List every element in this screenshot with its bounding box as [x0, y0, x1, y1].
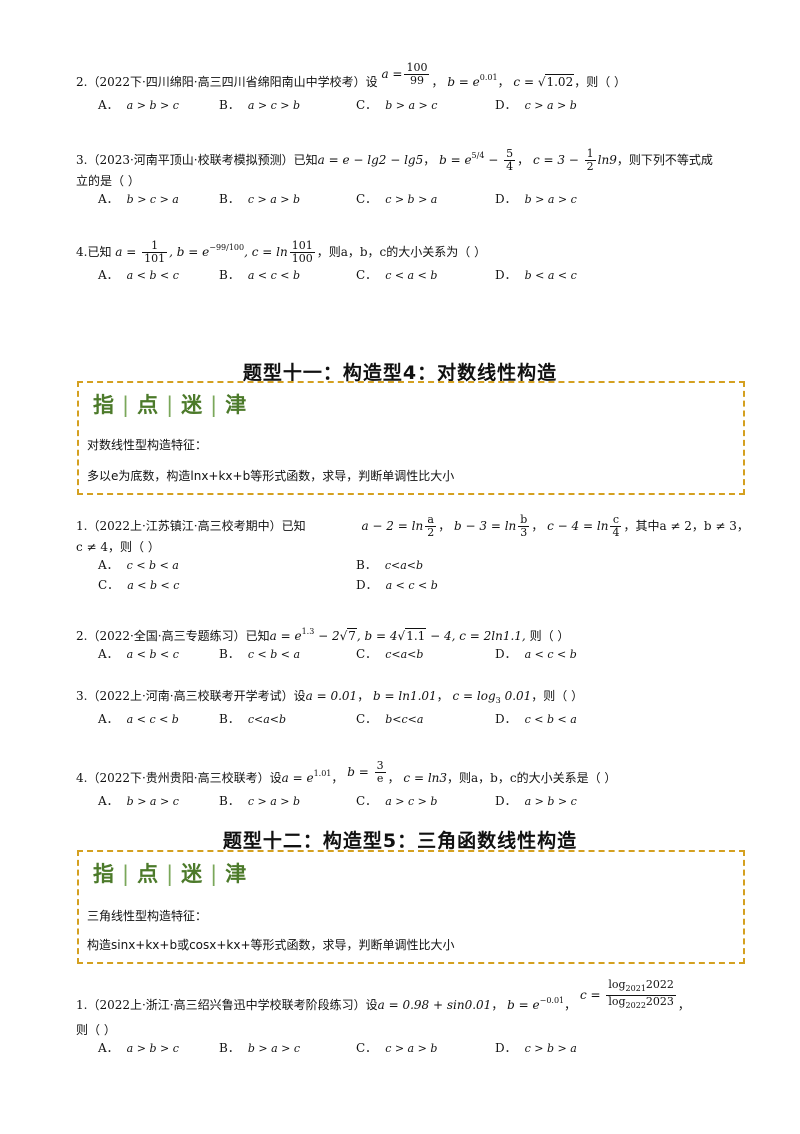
option-b[interactable]: B．b > a > c — [219, 1041, 301, 1055]
option-b[interactable]: B．a > c > b — [219, 98, 301, 112]
option-b[interactable]: B．c<a<b — [356, 558, 424, 572]
tip-box: 指|点|迷|津 三角线性型构造特征： 构造sinx+kx+b或cosx+kx+等… — [77, 850, 745, 964]
tip-heading: 指|点|迷|津 — [93, 862, 249, 886]
options: A．b > c > a B．c > a > b C．c > b > a D．b … — [76, 191, 740, 209]
formula: a = e − lg2 − lg5 — [317, 153, 424, 167]
options: C．a < b < c D．a < c < b — [76, 577, 740, 595]
options: A．a < c < b B．c<a<b C．b<c<a D．c < b < a — [76, 711, 740, 729]
formula: a = e1.3 − 2√7, b = 4√1.1 − 4, c = 2ln1.… — [269, 627, 526, 643]
option-a[interactable]: A．a < b < c — [98, 647, 179, 661]
option-a[interactable]: A．a > b > c — [98, 1041, 179, 1055]
option-c[interactable]: C．a > c > b — [356, 794, 438, 808]
question-2-s11: 2.（2022·全国·高三专题练习）已知a = e1.3 − 2√7, b = … — [76, 624, 740, 664]
option-d[interactable]: D．b > a > c — [495, 192, 577, 206]
option-b[interactable]: B．a < c < b — [219, 268, 301, 282]
formula: b = ln1.01 — [373, 689, 437, 703]
question-1-s12: 1.（2022上·浙江·高三绍兴鲁迅中学校联考阶段练习）设a = 0.98 + … — [76, 975, 740, 1058]
options: A．b > a > c B．c > a > b C．a > c > b D．a … — [76, 793, 740, 811]
formula: b = e0.01 — [447, 73, 498, 89]
section-title: 题型十二：构造型5：三角函数线性构造 — [222, 830, 578, 852]
option-a[interactable]: A．b > c > a — [98, 192, 179, 206]
tip-heading: 指|点|迷|津 — [93, 393, 249, 417]
question-3-top: 3.（2023·河南平顶山·校联考模拟预测）已知a = e − lg2 − lg… — [76, 148, 740, 209]
option-a[interactable]: A．b > a > c — [98, 794, 179, 808]
option-a[interactable]: A．a > b > c — [98, 98, 179, 112]
option-d[interactable]: D．a < c < b — [495, 647, 577, 661]
options: A．c < b < a B．c<a<b — [76, 557, 740, 575]
formula: a = 0.01 — [305, 689, 358, 703]
option-c[interactable]: C．c > a > b — [356, 1041, 438, 1055]
option-d[interactable]: D．b < a < c — [495, 268, 577, 282]
option-d[interactable]: D．c > a > b — [495, 98, 577, 112]
formula: a = e1.01 — [281, 769, 332, 785]
option-b[interactable]: B．c > a > b — [219, 192, 301, 206]
formula: c = log3 0.01 — [452, 689, 532, 705]
option-c[interactable]: C．a < b < c — [98, 578, 180, 592]
tip-box: 指|点|迷|津 对数线性型构造特征： 多以e为底数，构造lnx+kx+b等形式函… — [77, 381, 745, 495]
option-c[interactable]: C．c<a<b — [356, 647, 424, 661]
option-c[interactable]: C．c > b > a — [356, 192, 438, 206]
option-c[interactable]: C．b > a > c — [356, 98, 438, 112]
option-b[interactable]: B．c > a > b — [219, 794, 301, 808]
option-a[interactable]: A．a < c < b — [98, 712, 179, 726]
options: A．a < b < c B．c < b < a C．c<a<b D．a < c … — [76, 646, 740, 664]
option-c[interactable]: C．c < a < b — [356, 268, 438, 282]
formula: c = √1.02 — [513, 74, 575, 89]
formula: b = e−0.01 — [507, 996, 565, 1012]
option-d[interactable]: D．c < b < a — [495, 712, 577, 726]
option-b[interactable]: B．c < b < a — [219, 647, 301, 661]
option-d[interactable]: D．c > b > a — [495, 1041, 577, 1055]
question-3-s11: 3.（2022上·河南·高三校联考开学考试）设a = 0.01， b = ln1… — [76, 688, 740, 729]
section-title: 题型十一：构造型4：对数线性构造 — [242, 362, 558, 384]
formula: a = 0.98 + sin0.01 — [377, 998, 492, 1012]
options: A．a > b > c B．b > a > c C．c > a > b D．c … — [76, 1040, 740, 1058]
option-a[interactable]: A．a < b < c — [98, 268, 179, 282]
option-a[interactable]: A．c < b < a — [98, 558, 179, 572]
option-d[interactable]: D．a < c < b — [356, 578, 438, 592]
options: A．a < b < c B．a < c < b C．c < a < b D．b … — [76, 267, 740, 285]
options: A．a > b > c B．a > c > b C．b > a > c D．c … — [76, 97, 740, 115]
option-b[interactable]: B．c<a<b — [219, 712, 287, 726]
option-c[interactable]: C．b<c<a — [356, 712, 424, 726]
option-d[interactable]: D．a > b > c — [495, 794, 577, 808]
formula: c = ln3 — [403, 771, 448, 785]
